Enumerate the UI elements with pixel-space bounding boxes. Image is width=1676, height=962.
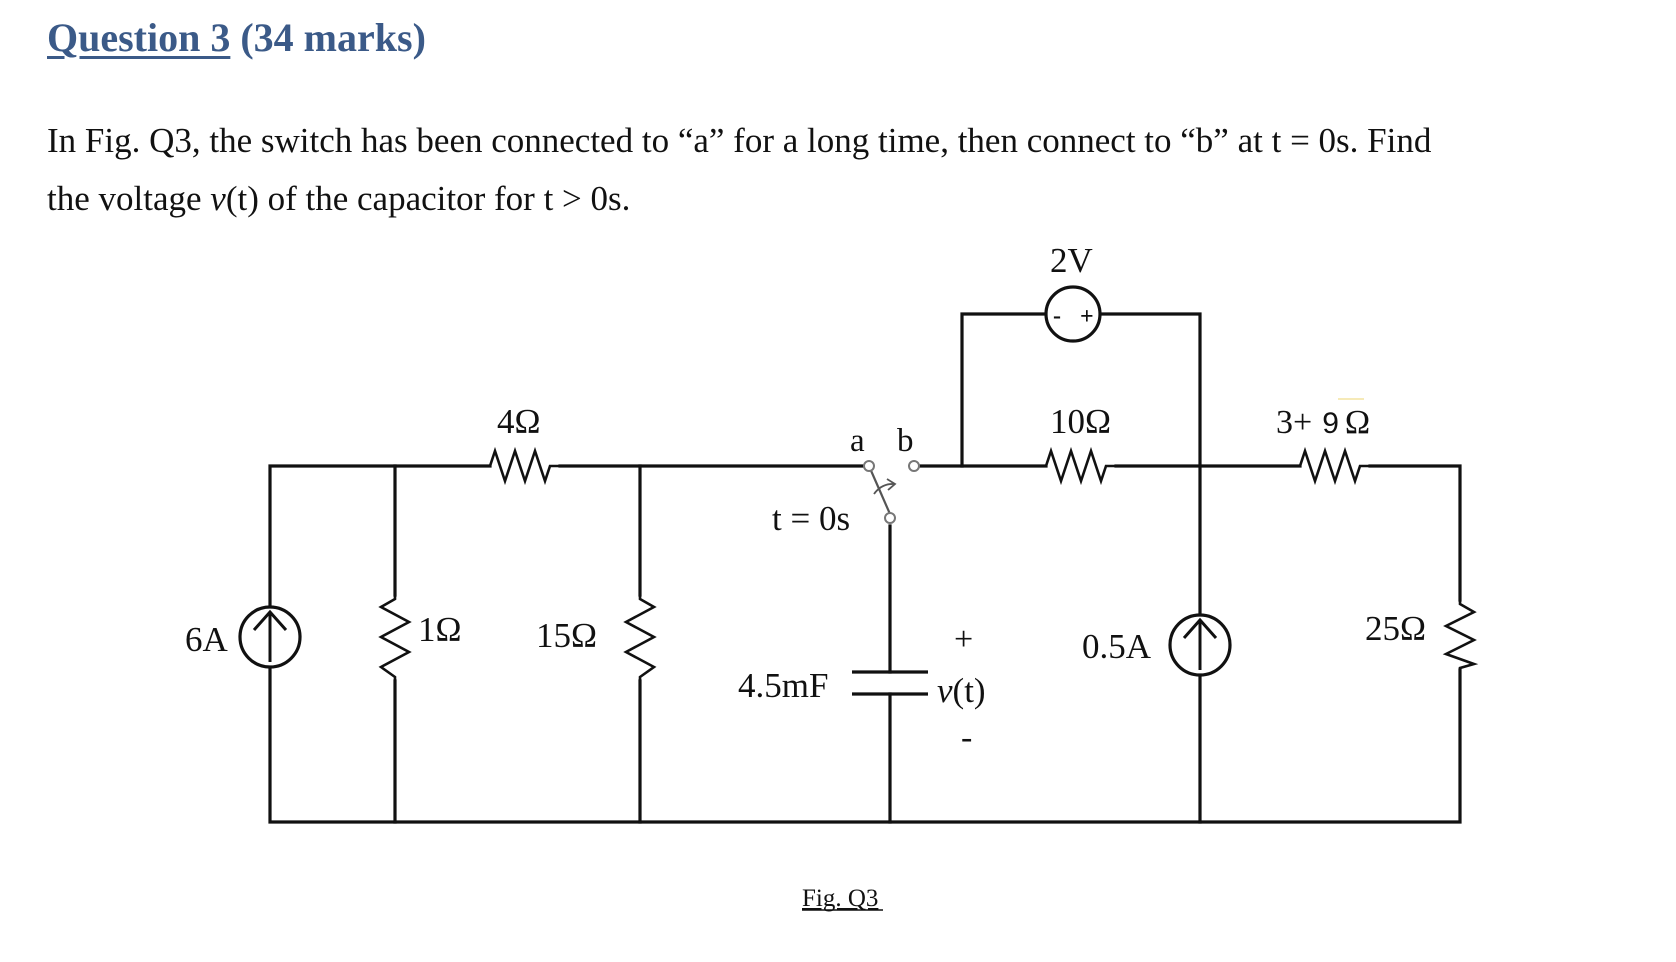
switch-pivot xyxy=(884,512,896,524)
switch xyxy=(863,460,920,524)
problem-line-1: In Fig. Q3, the switch has been connecte… xyxy=(47,121,1432,160)
label-cap-voltage: v(t) xyxy=(937,671,986,710)
label-6A: 6A xyxy=(185,620,229,659)
label-0.5A: 0.5A xyxy=(1082,627,1152,666)
resistor-10-ohm xyxy=(1044,446,1116,486)
problem-line-2-post: (t) of the capacitor for t > 0s. xyxy=(225,179,631,218)
problem-voltage-symbol: v xyxy=(210,179,226,218)
switch-terminal-a xyxy=(863,460,875,472)
voltage-source-2V xyxy=(1044,285,1102,343)
label-switch-time: t = 0s xyxy=(772,499,850,538)
current-source-0.5A xyxy=(1168,613,1232,677)
label-cap-plus: + xyxy=(954,621,973,658)
resistor-25-ohm xyxy=(1442,600,1479,670)
label-2V: 2V xyxy=(1050,241,1093,280)
resistor-39-ohm xyxy=(1298,446,1370,486)
problem-line-2: the voltage v(t) of the capacitor for t … xyxy=(47,170,1647,228)
resistor-4-ohm xyxy=(488,446,560,486)
label-cap-voltage-rest: (t) xyxy=(953,671,986,710)
resistor-15-ohm xyxy=(623,595,657,681)
label-1-ohm: 1Ω xyxy=(418,610,462,649)
question-marks: (34 marks) xyxy=(230,15,426,60)
label-10-ohm: 10Ω xyxy=(1050,402,1111,441)
resistor-1-ohm xyxy=(378,595,412,681)
label-cap-minus: - xyxy=(961,719,972,756)
circuit-wires xyxy=(268,312,1462,824)
problem-line-2-pre: the voltage xyxy=(47,179,211,218)
label-cap-voltage-var: v xyxy=(937,671,953,710)
label-4-ohm: 4Ω xyxy=(497,402,541,441)
label-15-ohm: 15Ω xyxy=(536,616,597,655)
figure-caption: Fig. Q3 xyxy=(802,885,878,912)
label-switch-a: a xyxy=(850,423,865,459)
capacitor-4.5mF xyxy=(852,670,928,696)
switch-terminal-b xyxy=(908,460,920,472)
current-source-6A xyxy=(238,605,302,669)
problem-statement: In Fig. Q3, the switch has been connecte… xyxy=(47,112,1647,228)
question-heading: Question 3 (34 marks) xyxy=(47,14,426,61)
label-vsource-plus: + xyxy=(1080,304,1094,330)
question-number: Question 3 xyxy=(47,15,231,60)
label-39-ohm-unit: Ω xyxy=(1345,404,1370,441)
switch-motion-arrow-icon xyxy=(873,483,896,495)
label-vsource-minus: - xyxy=(1053,303,1061,329)
label-capacitor: 4.5mF xyxy=(738,666,828,705)
label-switch-b: b xyxy=(897,423,914,459)
label-39-ohm-digit: 9 xyxy=(1322,407,1339,440)
label-39-ohm-prefix: 3+ xyxy=(1276,404,1312,441)
label-25-ohm: 25Ω xyxy=(1365,609,1426,648)
